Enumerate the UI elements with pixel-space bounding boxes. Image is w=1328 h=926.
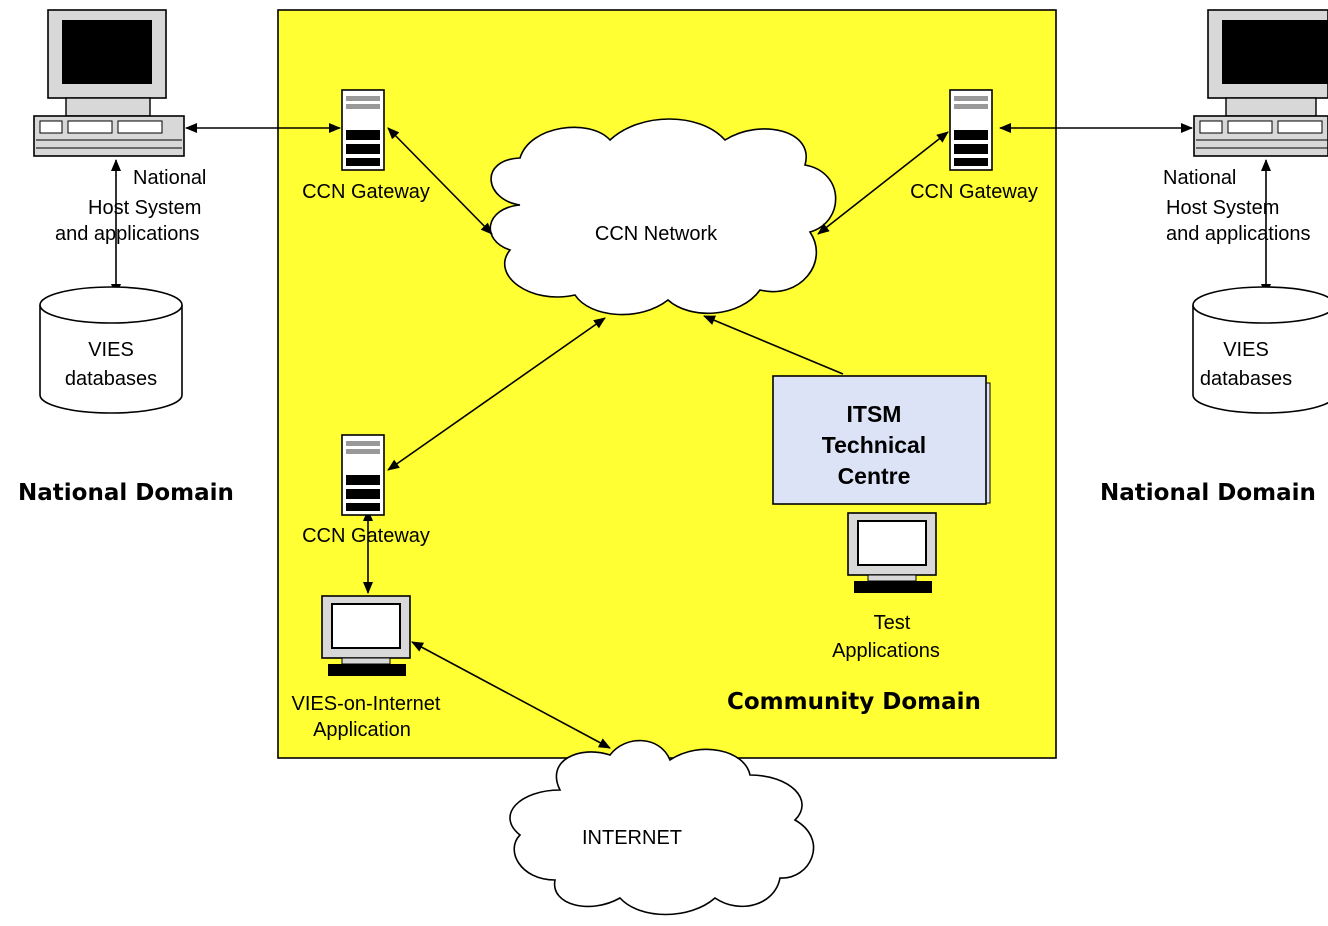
right-national-domain-label: National Domain <box>1100 480 1316 506</box>
internet-label: INTERNET <box>582 827 682 849</box>
left-db-label-2: databases <box>65 368 157 390</box>
left-host-computer-icon <box>33 9 185 157</box>
right-db-label-2: databases <box>1200 368 1292 390</box>
vies-internet-workstation-icon <box>321 595 411 676</box>
left-host-label-2: Host System <box>88 197 201 219</box>
right-host-label-2: Host System <box>1166 197 1279 219</box>
left-database-icon <box>39 286 183 414</box>
itsm-label-1: ITSM <box>847 401 902 427</box>
right-host-label-3: and applications <box>1166 223 1311 245</box>
right-gateway-server-icon <box>949 89 993 171</box>
itsm-label-2: Technical <box>822 432 926 458</box>
bottom-gateway-label: CCN Gateway <box>302 525 430 547</box>
right-database-icon <box>1192 286 1328 414</box>
left-gateway-server-icon <box>341 89 385 171</box>
test-applications-workstation-icon <box>847 512 937 593</box>
vies-app-label-2: Application <box>313 719 411 741</box>
right-gateway-label: CCN Gateway <box>910 181 1038 203</box>
right-host-computer-icon <box>1193 9 1328 157</box>
vies-app-label-1: VIES-on-Internet <box>292 693 441 715</box>
right-host-label-1: National <box>1163 167 1236 189</box>
left-db-label-1: VIES <box>88 339 134 361</box>
bottom-gateway-server-icon <box>341 434 385 516</box>
left-gateway-label: CCN Gateway <box>302 181 430 203</box>
test-label-1: Test <box>874 612 911 634</box>
itsm-technical-centre-box: ITSM Technical Centre <box>772 375 991 505</box>
internet-cloud: INTERNET <box>509 739 815 916</box>
itsm-label-3: Centre <box>838 463 911 489</box>
right-db-label-1: VIES <box>1223 339 1269 361</box>
left-host-label-1: National <box>133 167 206 189</box>
connections <box>111 123 1271 749</box>
community-domain-label: Community Domain <box>727 689 981 715</box>
ccn-network-cloud: CCN Network <box>489 118 837 316</box>
left-host-label-3: and applications <box>55 223 200 245</box>
left-national-domain-label: National Domain <box>18 480 234 506</box>
ccn-network-label: CCN Network <box>595 223 718 245</box>
test-label-2: Applications <box>832 640 940 662</box>
